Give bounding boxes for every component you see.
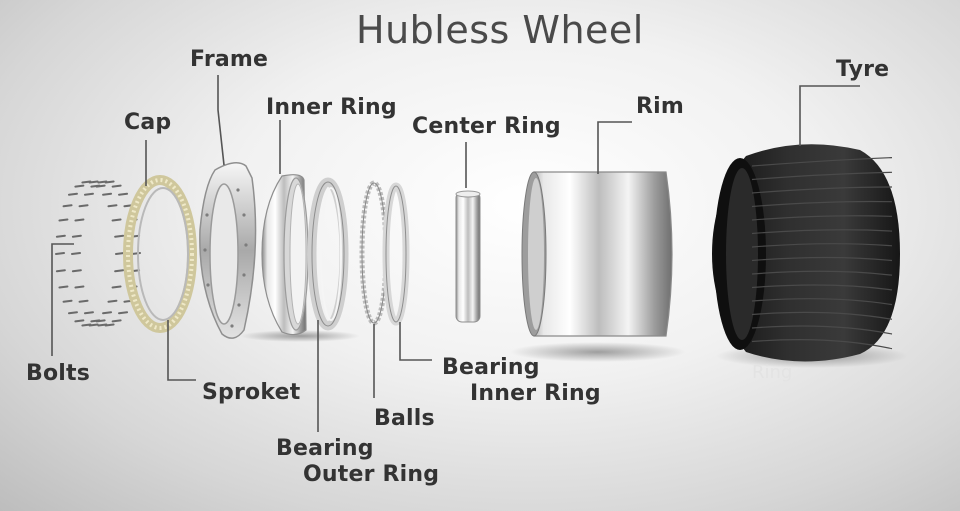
rim-leader bbox=[597, 121, 632, 174]
bearing-inner-ring-leader bbox=[399, 322, 432, 361]
rim-part bbox=[521, 171, 673, 337]
sproket-leader bbox=[167, 320, 196, 381]
rim-shadow bbox=[510, 342, 686, 362]
label-inner-ring: Inner Ring bbox=[266, 95, 397, 120]
label-bearing-inner-ring-line1: Bearing bbox=[442, 355, 540, 380]
bearing-inner-ring-part bbox=[382, 182, 410, 326]
reflection-text: Ring bbox=[752, 362, 793, 383]
label-bearing-outer-ring-line1: Bearing bbox=[276, 436, 374, 461]
label-bearing-outer-ring-line2: Outer Ring bbox=[303, 462, 440, 487]
label-frame: Frame bbox=[190, 47, 269, 72]
center-ring-part bbox=[455, 190, 481, 323]
bolts-part bbox=[55, 180, 141, 327]
label-cap: Cap bbox=[124, 110, 172, 135]
label-sproket: Sproket bbox=[202, 380, 301, 405]
tyre-part bbox=[712, 144, 900, 362]
label-balls: Balls bbox=[374, 406, 435, 431]
sprocket-part bbox=[123, 175, 197, 333]
diagram-title: Hubless Wheel bbox=[356, 8, 644, 52]
label-center-ring: Center Ring bbox=[412, 114, 561, 139]
frame-part bbox=[199, 162, 257, 339]
inner-ring-part bbox=[261, 174, 309, 336]
label-rim: Rim bbox=[636, 94, 685, 119]
bearing-outer-ring-part bbox=[307, 177, 349, 331]
leader-lines bbox=[51, 75, 860, 432]
label-bolts: Bolts bbox=[26, 361, 91, 386]
balls-part bbox=[359, 180, 389, 326]
tyre-leader bbox=[799, 85, 860, 146]
bolts-leader bbox=[51, 243, 74, 356]
label-bearing-inner-ring-line2: Inner Ring bbox=[470, 381, 601, 406]
ring-shadow bbox=[240, 330, 360, 342]
label-tyre: Tyre bbox=[836, 57, 890, 82]
frame-leader bbox=[217, 75, 225, 166]
